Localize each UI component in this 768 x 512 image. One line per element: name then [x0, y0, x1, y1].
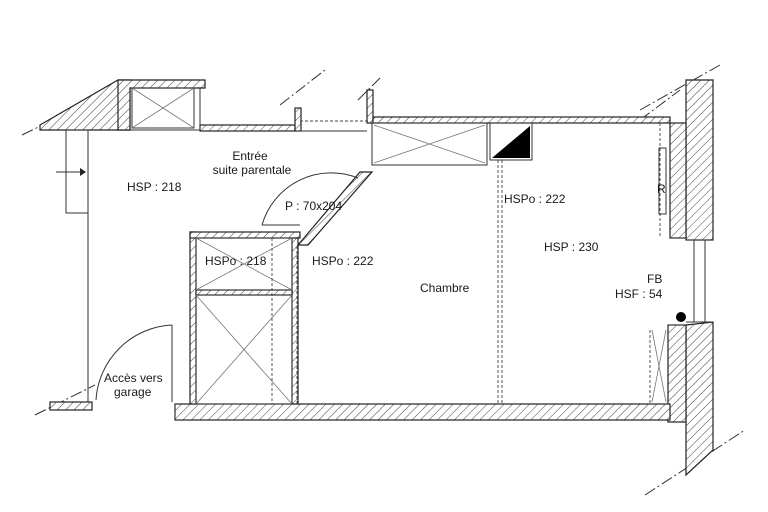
label-entree: Entrée: [232, 149, 268, 163]
wardrobes: [195, 124, 667, 405]
shower-fixture: [131, 87, 195, 129]
wall-right-inner-upper: [669, 122, 687, 239]
walls: [39, 79, 714, 477]
door-swing-entree: [261, 172, 359, 226]
label-hsp-230: HSP : 230: [544, 240, 599, 254]
doors: [95, 172, 359, 402]
label-door-size: P : 70x204: [285, 199, 342, 213]
wall-cupboard-top: [189, 231, 301, 239]
arrow-right-icon: [56, 168, 86, 176]
label-hspo-222-mid: HSPo : 222: [312, 254, 374, 268]
label-garage: garage: [114, 385, 152, 399]
wall-bedroom-top: [372, 116, 671, 124]
wall-bottom-left: [49, 401, 93, 411]
wall-mid-stub: [366, 89, 374, 124]
wall-top-left: [39, 79, 131, 131]
wall-right-upper: [685, 79, 714, 241]
wall-cupboard-left: [189, 231, 197, 405]
label-hspo-218: HSPo : 218: [205, 254, 267, 268]
wall-diagonal-partition: [296, 171, 374, 246]
wall-top-strip: [199, 124, 296, 132]
ceiling-lines: [271, 120, 661, 404]
label-fb: FB: [647, 272, 662, 286]
labels: HSP : 218 Entrée suite parentale P : 70x…: [104, 149, 666, 399]
wall-right-inner-lower: [667, 324, 687, 423]
label-chambre: Chambre: [420, 281, 470, 295]
wall-cupboard-mid: [195, 289, 293, 296]
label-hspo-222-top: HSPo : 222: [504, 192, 566, 206]
radiator-icon: [658, 147, 667, 215]
duct-triangle: [492, 126, 530, 158]
label-suite-parentale: suite parentale: [213, 163, 292, 177]
wall-bottom: [174, 403, 671, 421]
label-hsf-54: HSF : 54: [615, 287, 663, 301]
door-swing-garage: [95, 324, 173, 401]
wall-top-left-pier: [117, 79, 206, 131]
label-hsp-218: HSP : 218: [127, 180, 182, 194]
wall-top-stub: [294, 107, 302, 132]
label-radiator: R: [657, 182, 666, 196]
wall-right-lower: [685, 321, 714, 477]
label-acces-vers: Accès vers: [104, 371, 163, 385]
dot-icon: [676, 312, 686, 322]
outlines: [65, 87, 713, 420]
